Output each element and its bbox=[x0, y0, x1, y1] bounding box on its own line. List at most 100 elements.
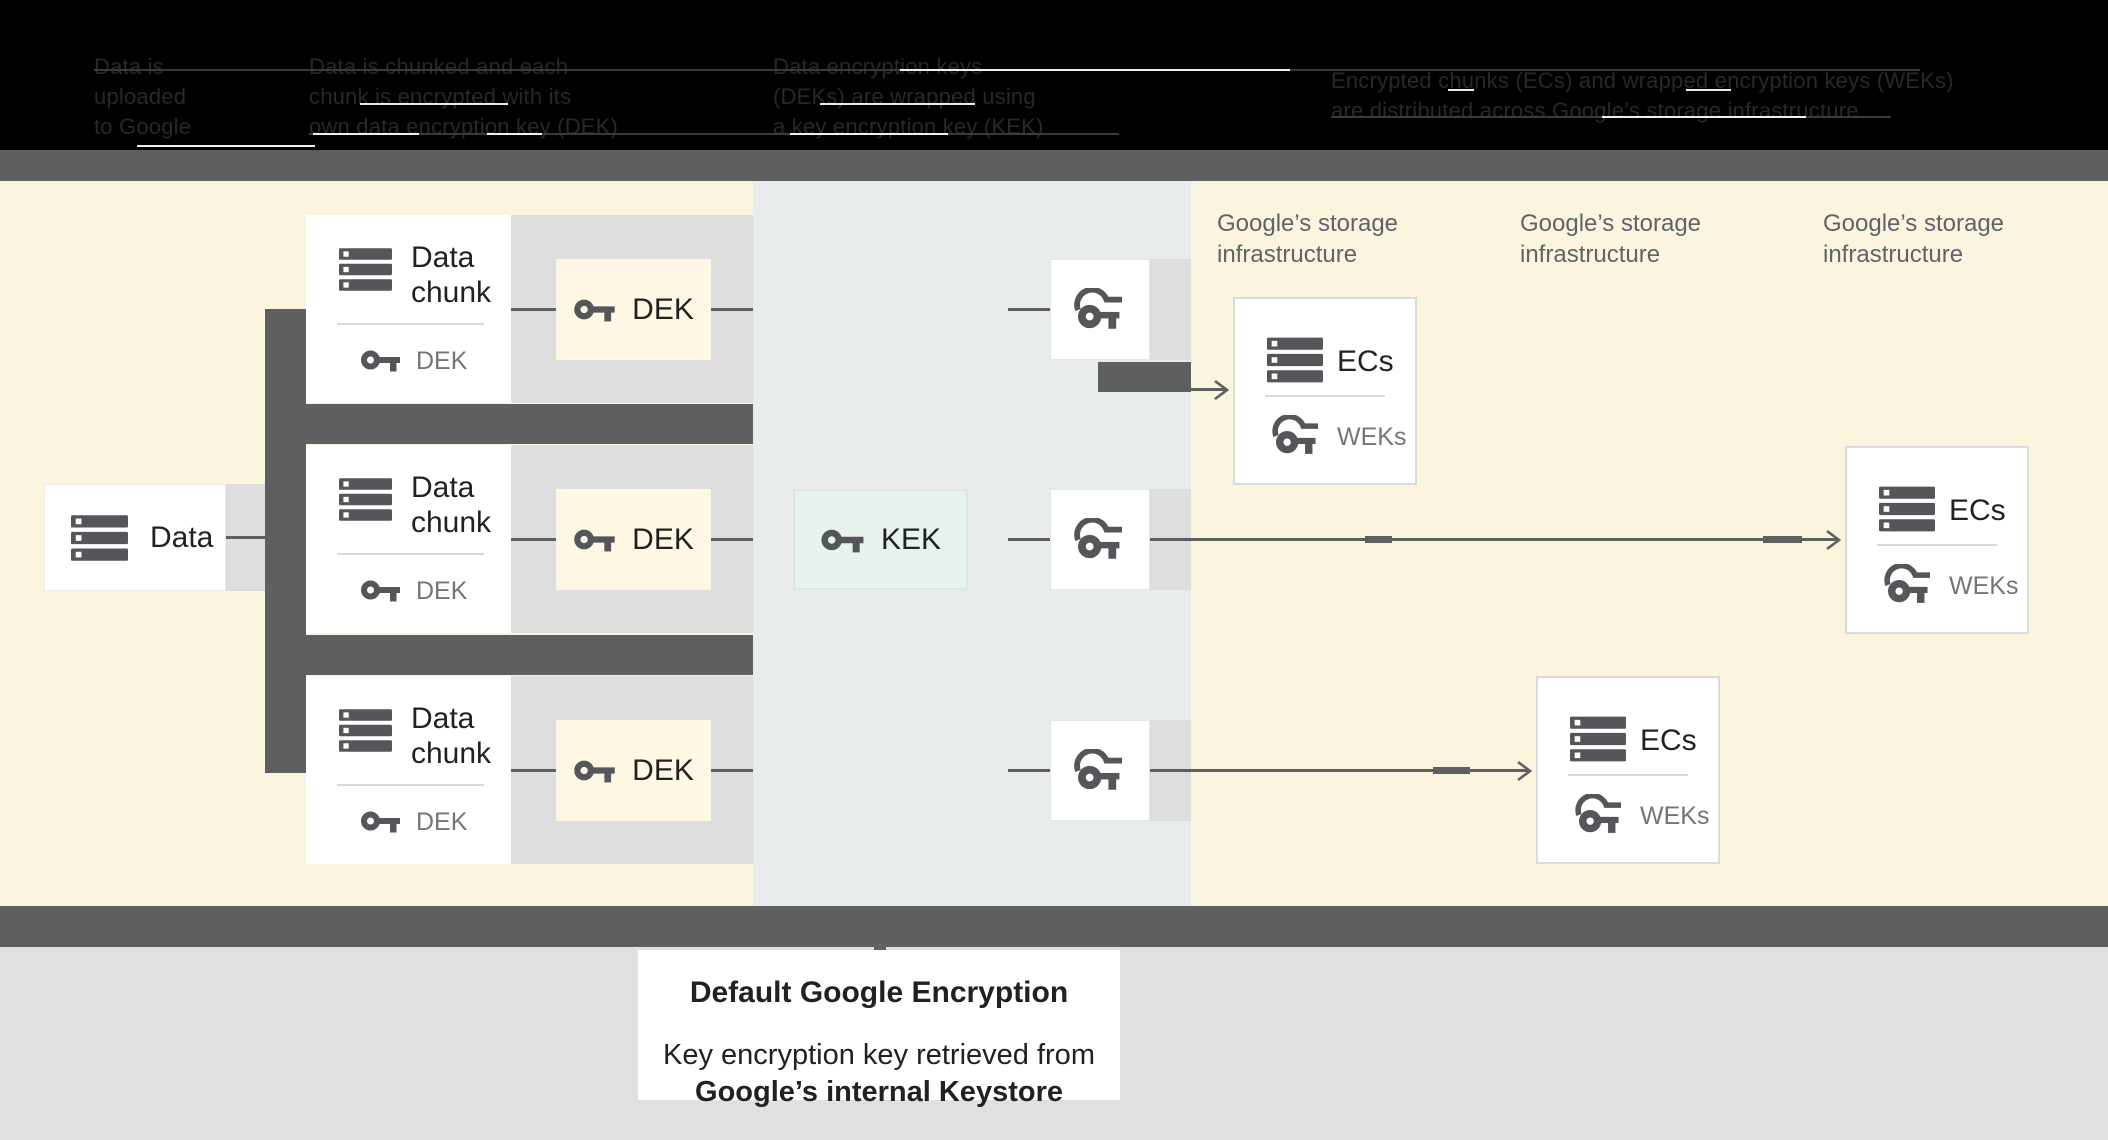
data-chunk-label: Data chunk bbox=[411, 702, 492, 770]
caption-title: Default Google Encryption bbox=[689, 976, 1069, 1009]
redaction-line bbox=[820, 103, 975, 105]
encrypted-chunks-box: ECs WEKs bbox=[1233, 297, 1417, 485]
top-divider-band bbox=[0, 150, 2108, 181]
arrow-line-segment bbox=[1433, 767, 1470, 774]
weks-label: WEKs bbox=[1640, 802, 1710, 830]
connector-line bbox=[226, 536, 266, 539]
kek-box: KEK bbox=[793, 489, 968, 590]
data-chunk-label: Data chunk bbox=[411, 471, 492, 539]
redaction-line bbox=[313, 133, 419, 135]
redaction-line bbox=[1686, 89, 1731, 91]
arrow-head-icon bbox=[1212, 378, 1230, 402]
trunk-connector bbox=[265, 309, 306, 773]
arrow-head-icon bbox=[1824, 528, 1842, 552]
connector-line bbox=[1008, 538, 1050, 541]
wrapped-key-icon bbox=[1271, 415, 1323, 457]
database-icon bbox=[339, 709, 392, 752]
connector-line bbox=[1008, 769, 1050, 772]
dek-box: DEK bbox=[556, 489, 711, 590]
header-text: Data is bbox=[94, 54, 164, 79]
header-text: a key encryption key (KEK) bbox=[773, 114, 1044, 139]
storage-infrastructure-label: Google’s storage infrastructure bbox=[1217, 210, 1399, 268]
row-gap-band bbox=[265, 635, 753, 675]
divider bbox=[1877, 544, 1997, 546]
arrow-line-segment bbox=[1763, 536, 1802, 543]
redaction-line bbox=[309, 133, 1119, 135]
data-chunk-box: Data chunk DEK bbox=[306, 445, 511, 633]
divider bbox=[1568, 774, 1688, 776]
arrow-line bbox=[1191, 388, 1227, 391]
redaction-line bbox=[900, 69, 1290, 71]
header-text: Encrypted chunks (ECs) and wrapped encry… bbox=[1331, 68, 1954, 93]
redacted-header: Data is uploaded to Google Data is chunk… bbox=[0, 0, 2108, 150]
redaction-line bbox=[137, 145, 315, 147]
caption-line: Google’s internal Keystore bbox=[695, 1076, 1063, 1108]
connector-line bbox=[511, 769, 556, 772]
connector-line bbox=[711, 308, 753, 311]
header-step-4: Encrypted chunks (ECs) and wrapped encry… bbox=[1331, 66, 1954, 126]
dek-box-label: DEK bbox=[632, 292, 694, 326]
key-icon bbox=[360, 808, 402, 834]
key-icon bbox=[360, 577, 402, 603]
ecs-label: ECs bbox=[1640, 724, 1697, 757]
database-icon bbox=[71, 515, 128, 561]
divider bbox=[1265, 395, 1385, 397]
connector-line bbox=[511, 308, 556, 311]
dek-box: DEK bbox=[556, 720, 711, 821]
key-icon bbox=[573, 526, 617, 553]
divider bbox=[337, 553, 484, 555]
header-text: to Google bbox=[94, 114, 192, 139]
wrapped-key-box bbox=[1050, 259, 1150, 360]
header-text: uploaded bbox=[94, 84, 187, 109]
header-text: Data is chunked and each bbox=[309, 54, 569, 79]
redaction-line bbox=[487, 133, 542, 135]
ecs-label: ECs bbox=[1949, 494, 2006, 527]
dek-box-label: DEK bbox=[632, 522, 694, 556]
divider bbox=[337, 784, 484, 786]
database-icon bbox=[1570, 716, 1626, 762]
header-text: are distributed across Google’s storage … bbox=[1331, 98, 1859, 123]
key-icon bbox=[573, 757, 617, 784]
weks-label: WEKs bbox=[1337, 423, 1407, 451]
database-icon bbox=[339, 248, 392, 291]
header-step-1: Data is uploaded to Google bbox=[94, 52, 191, 142]
encrypted-chunks-box: ECs WEKs bbox=[1845, 446, 2029, 634]
caption-box: Default Google Encryption Key encryption… bbox=[638, 950, 1120, 1108]
wrapped-key-icon bbox=[1074, 518, 1126, 562]
redaction-line bbox=[1602, 116, 1806, 118]
dek-box: DEK bbox=[556, 259, 711, 360]
bottom-divider-band bbox=[0, 906, 2108, 947]
storage-infrastructure-label: Google’s storage infrastructure bbox=[1520, 210, 1702, 268]
ecs-label: ECs bbox=[1337, 345, 1394, 378]
wrapped-key-box bbox=[1050, 720, 1150, 821]
redaction-line bbox=[360, 103, 508, 105]
dek-box-label: DEK bbox=[632, 753, 694, 787]
connector-bar bbox=[1098, 362, 1191, 392]
header-text: Data encryption keys bbox=[773, 54, 983, 79]
wrapped-key-icon bbox=[1883, 564, 1935, 606]
arrow-line bbox=[1150, 538, 1838, 541]
data-chunk-box: Data chunk DEK bbox=[306, 676, 511, 864]
connector-line bbox=[1008, 308, 1050, 311]
header-text: own data encryption key (DEK) bbox=[309, 114, 619, 139]
arrow-line-segment bbox=[1365, 536, 1392, 543]
redaction-line bbox=[790, 133, 948, 135]
wrapped-key-icon bbox=[1074, 749, 1126, 793]
connector-line bbox=[511, 538, 556, 541]
wrapped-key-icon bbox=[1574, 794, 1626, 836]
wrapped-key-box bbox=[1050, 489, 1150, 590]
data-chunk-label: Data chunk bbox=[411, 241, 492, 309]
key-icon bbox=[360, 347, 402, 373]
dek-label: DEK bbox=[416, 808, 468, 836]
wrapped-key-icon bbox=[1074, 288, 1126, 332]
data-chunk-box: Data chunk DEK bbox=[306, 215, 511, 403]
connector-line bbox=[711, 538, 753, 541]
header-text: chunk is encrypted with its bbox=[309, 84, 572, 109]
data-box-label: Data bbox=[150, 520, 214, 554]
database-icon bbox=[1879, 486, 1935, 532]
caption-line: Key encryption key retrieved from bbox=[663, 1039, 1095, 1071]
connector-line bbox=[711, 769, 753, 772]
header-step-3: Data encryption keys (DEKs) are wrapped … bbox=[773, 52, 1044, 142]
arrow-head-icon bbox=[1515, 759, 1533, 783]
